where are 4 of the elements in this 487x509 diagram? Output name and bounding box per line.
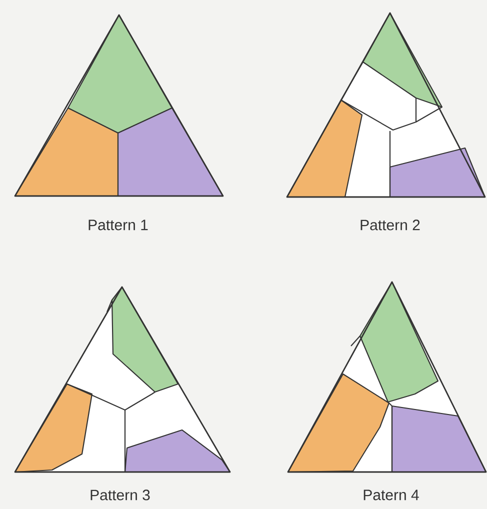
pattern-label: Patern 4 — [364, 490, 419, 500]
pattern-label: Pattern 3 — [90, 490, 150, 500]
pattern-label: Pattern 2 — [360, 220, 420, 230]
pattern-label: Pattern 1 — [88, 220, 148, 230]
